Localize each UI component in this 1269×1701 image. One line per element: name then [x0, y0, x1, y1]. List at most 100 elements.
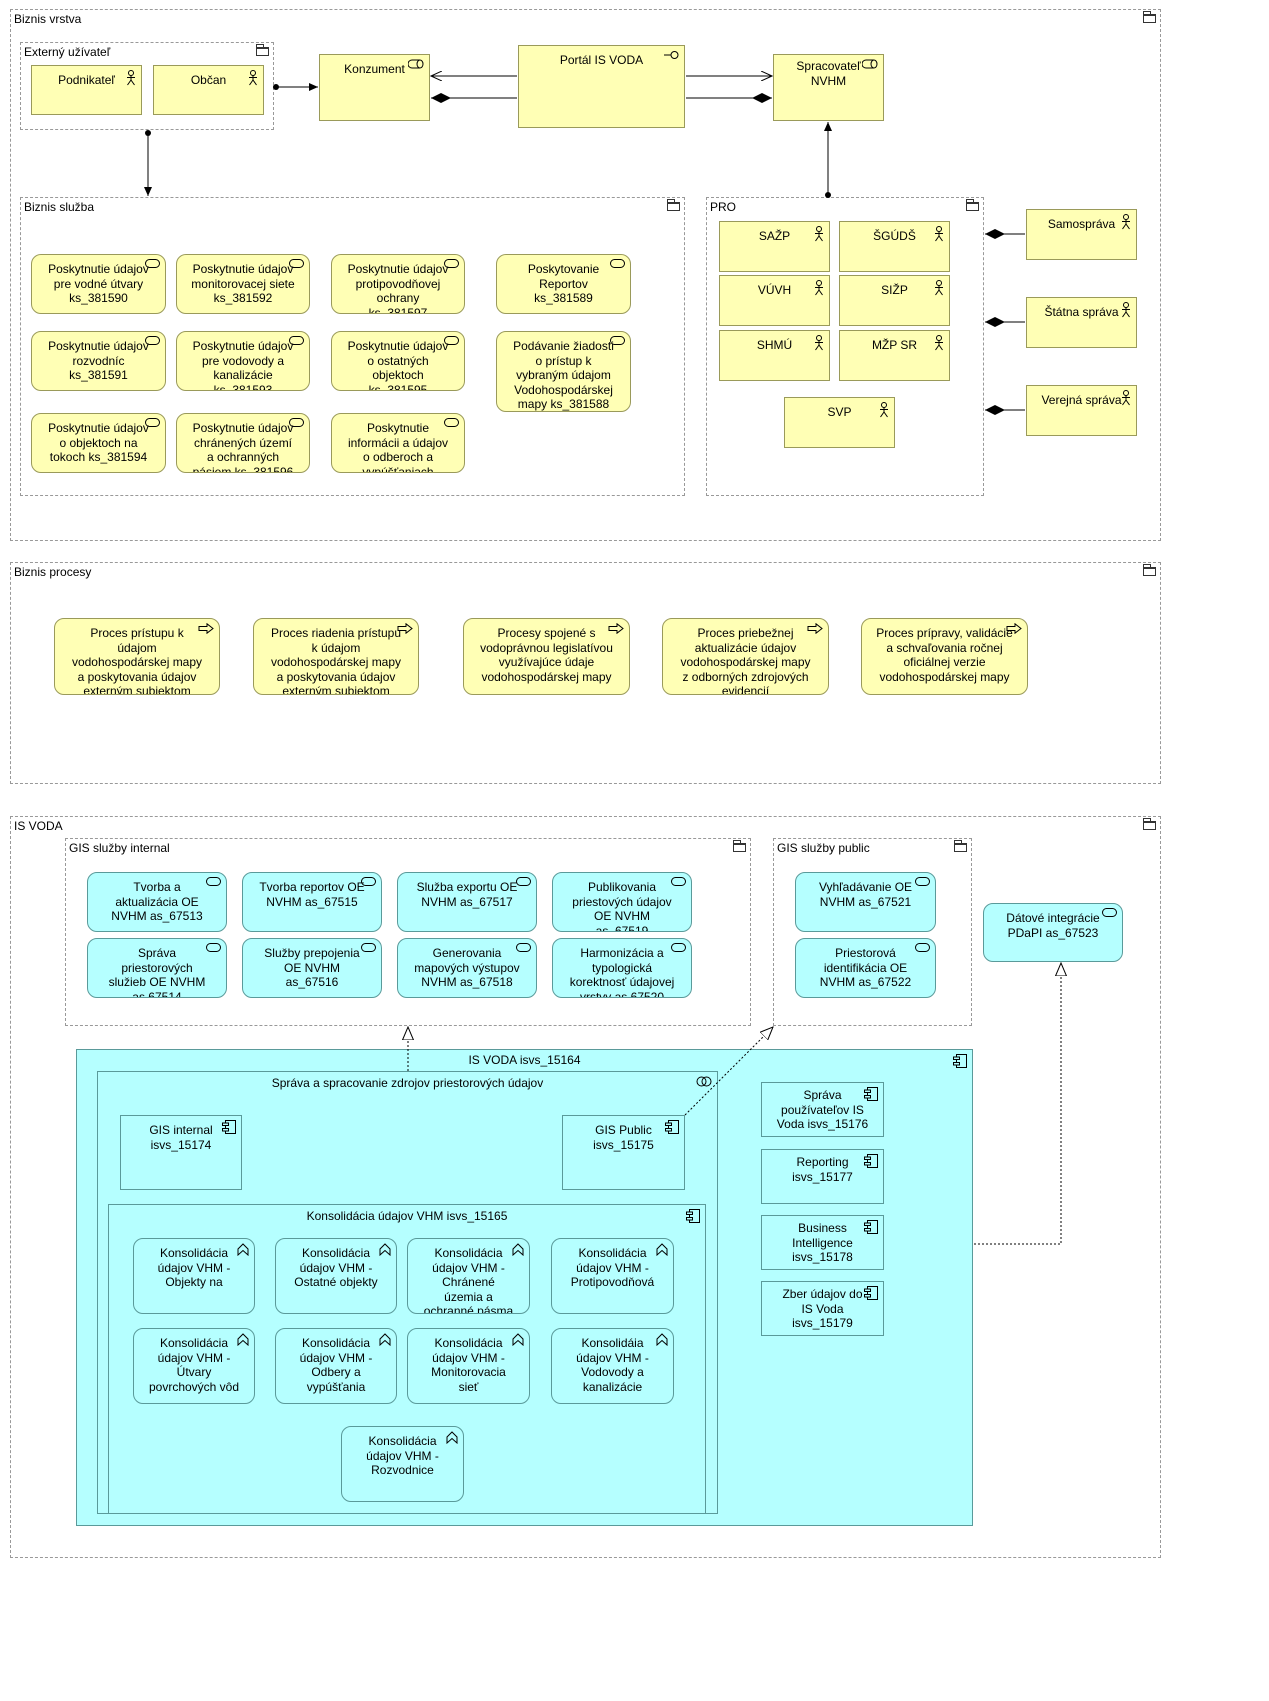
actor-verejna-sprava[interactable]: Verejná správa: [1026, 385, 1137, 436]
app-service-5[interactable]: Správa priestorových služieb OE NVHM as …: [87, 938, 227, 998]
component-reporting[interactable]: Reporting isvs_15177: [761, 1149, 884, 1204]
business-service-3[interactable]: Poskytnutie údajov protipovodňovej ochra…: [331, 254, 465, 314]
actor-sizp[interactable]: SIŽP: [839, 275, 950, 326]
function-9[interactable]: Konsolidácia údajov VHM - Rozvodnice: [341, 1426, 464, 1502]
component-zber-udajov[interactable]: Zber údajov do IS Voda isvs_15179: [761, 1281, 884, 1336]
business-service-6[interactable]: Poskytnutie údajov pre vodovody a kanali…: [176, 331, 310, 391]
app-service-public-2[interactable]: Priestorová identifikácia OE NVHM as_675…: [795, 938, 936, 998]
actor-label: Verejná správa: [1041, 393, 1122, 407]
function-label: Konsolidácia údajov VHM - Rozvodnice: [366, 1434, 439, 1478]
business-service-5[interactable]: Poskytnutie údajov rozvodníc ks_381591: [31, 331, 166, 391]
function-3[interactable]: Konsolidácia údajov VHM - Chránené územi…: [407, 1238, 530, 1314]
function-icon: [237, 1243, 249, 1256]
service-label: Poskytnutie údajov monitorovacej siete k…: [191, 262, 295, 306]
service-icon: [671, 943, 686, 952]
group-label: GIS služby internal: [69, 841, 170, 855]
actor-shmu[interactable]: SHMÚ: [719, 330, 830, 381]
service-icon: [516, 877, 531, 886]
actor-sguds[interactable]: ŠGÚDŠ: [839, 221, 950, 272]
component-business-intelligence[interactable]: Business Intelligence isvs_15178: [761, 1215, 884, 1270]
app-service-7[interactable]: Generovania mapových výstupov NVHM as_67…: [397, 938, 537, 998]
business-service-7[interactable]: Poskytnutie údajov o ostatných objektoch…: [331, 331, 465, 391]
app-service-6[interactable]: Služby prepojenia OE NVHM as_67516: [242, 938, 382, 998]
group-gis-public: GIS služby public: [773, 838, 972, 1026]
component-sprava-pouzivatelov[interactable]: Správa používateľov IS Voda isvs_15176: [761, 1082, 884, 1137]
business-service-11[interactable]: Poskytnutie informácii a údajov o odbero…: [331, 413, 465, 473]
component-icon: [864, 1087, 878, 1101]
process-label: Procesy spojené s vodoprávnou legislatív…: [480, 626, 613, 684]
service-icon: [289, 259, 304, 268]
business-service-1[interactable]: Poskytnutie údajov pre vodné útvary ks_3…: [31, 254, 166, 314]
app-service-1[interactable]: Tvorba a aktualizácia OE NVHM as_67513: [87, 872, 227, 932]
service-icon: [915, 943, 930, 952]
actor-svp[interactable]: SVP: [784, 397, 895, 448]
app-service-pdapi[interactable]: Dátové integrácie PDaPI as_67523: [983, 903, 1123, 962]
actor-obcan[interactable]: Občan: [153, 65, 264, 115]
function-label: Konsolidácia údajov VHM - Chránené územi…: [423, 1246, 514, 1314]
group-label: Externý užívateľ: [24, 45, 111, 59]
app-service-label: Tvorba reportov OE NVHM as_67515: [259, 880, 365, 909]
actor-mzp[interactable]: MŽP SR: [839, 330, 950, 381]
app-service-4[interactable]: Publikovania priestových údajov OE NVHM …: [552, 872, 692, 932]
actor-label: Samospráva: [1047, 217, 1116, 231]
function-7[interactable]: Konsolidácia údajov VHM - Monitorovacia …: [407, 1328, 530, 1404]
business-process-2[interactable]: Proces riadenia prístupu k údajom vodoho…: [253, 618, 419, 695]
function-6[interactable]: Konsolidácia údajov VHM - Odbery a vypúš…: [275, 1328, 397, 1404]
actor-label: Podnikateľ: [58, 73, 115, 87]
component-icon: [864, 1154, 878, 1168]
process-arrow-icon: [608, 623, 624, 634]
business-process-3[interactable]: Procesy spojené s vodoprávnou legislatív…: [463, 618, 630, 695]
business-service-2[interactable]: Poskytnutie údajov monitorovacej siete k…: [176, 254, 310, 314]
group-label: IS VODA: [14, 819, 63, 833]
app-service-label: Správa priestorových služieb OE NVHM as …: [108, 946, 206, 998]
component-icon: [953, 1054, 967, 1068]
group-pro: PRO: [706, 197, 984, 496]
collaboration-icon: [696, 1076, 712, 1087]
function-4[interactable]: Konsolidácia údajov VHM - Protipovodňová: [551, 1238, 674, 1314]
app-service-3[interactable]: Služba exportu OE NVHM as_67517: [397, 872, 537, 932]
group-biznis-vrstva: Biznis vrstva: [10, 9, 1161, 541]
role-konzument[interactable]: Konzument: [319, 54, 430, 121]
actor-samosprava[interactable]: Samospráva: [1026, 209, 1137, 260]
folder-icon: [1143, 564, 1156, 576]
service-label: Poskytnutie údajov rozvodníc ks_381591: [48, 339, 149, 383]
business-service-9[interactable]: Poskytnutie údajov o objektoch na tokoch…: [31, 413, 166, 473]
actor-sazp[interactable]: SAŽP: [719, 221, 830, 272]
actor-icon: [935, 280, 943, 296]
service-icon: [444, 418, 459, 427]
actor-statna-sprava[interactable]: Štátna správa: [1026, 297, 1137, 348]
business-service-4[interactable]: Poskytovanie Reportov ks_381589: [496, 254, 631, 314]
business-service-8[interactable]: Podávanie žiadosti o prístup k vybraným …: [496, 331, 631, 412]
group-label: Biznis procesy: [14, 565, 92, 579]
function-1[interactable]: Konsolidácia údajov VHM - Objekty na: [133, 1238, 255, 1314]
function-8[interactable]: Konsolidáia údajov VHM - Vodovody a kana…: [551, 1328, 674, 1404]
actor-label: SHMÚ: [756, 338, 793, 352]
role-icon: [862, 59, 878, 69]
service-icon: [915, 877, 930, 886]
app-service-2[interactable]: Tvorba reportov OE NVHM as_67515: [242, 872, 382, 932]
function-5[interactable]: Konsolidácia údajov VHM - Útvary povrcho…: [133, 1328, 255, 1404]
service-label: Poskytnutie údajov pre vodovody a kanali…: [192, 339, 294, 391]
business-service-10[interactable]: Poskytnutie údajov chránených území a oc…: [176, 413, 310, 473]
actor-podnikatel[interactable]: Podnikateľ: [31, 65, 142, 115]
process-arrow-icon: [198, 623, 214, 634]
business-process-5[interactable]: Proces prípravy, validácie a schvaľovani…: [861, 618, 1028, 695]
role-spracovatel[interactable]: Spracovateľ NVHM: [773, 54, 884, 121]
actor-icon: [249, 70, 257, 86]
service-icon: [145, 336, 160, 345]
app-service-public-1[interactable]: Vyhľadávanie OE NVHM as_67521: [795, 872, 936, 932]
function-2[interactable]: Konsolidácia údajov VHM - Ostatné objekt…: [275, 1238, 397, 1314]
service-icon: [444, 336, 459, 345]
interface-portal[interactable]: Portál IS VODA: [518, 45, 685, 128]
business-process-1[interactable]: Proces prístupu k údajom vodohospodárske…: [54, 618, 220, 695]
service-label: Poskytnutie informácii a údajov o odbero…: [347, 421, 449, 473]
business-process-4[interactable]: Proces priebežnej aktualizácie údajov vo…: [662, 618, 829, 695]
group-label: PRO: [710, 200, 737, 214]
component-gis-internal[interactable]: GIS internal isvs_15174: [120, 1115, 242, 1190]
folder-icon: [667, 199, 680, 211]
component-label: Reporting isvs_15177: [792, 1155, 853, 1184]
component-label: Správa a spracovanie zdrojov priestorový…: [271, 1076, 544, 1090]
actor-vuvh[interactable]: VÚVH: [719, 275, 830, 326]
component-gis-public[interactable]: GIS Public isvs_15175: [562, 1115, 685, 1190]
app-service-8[interactable]: Harmonizácia a typologická korektnosť úd…: [552, 938, 692, 998]
